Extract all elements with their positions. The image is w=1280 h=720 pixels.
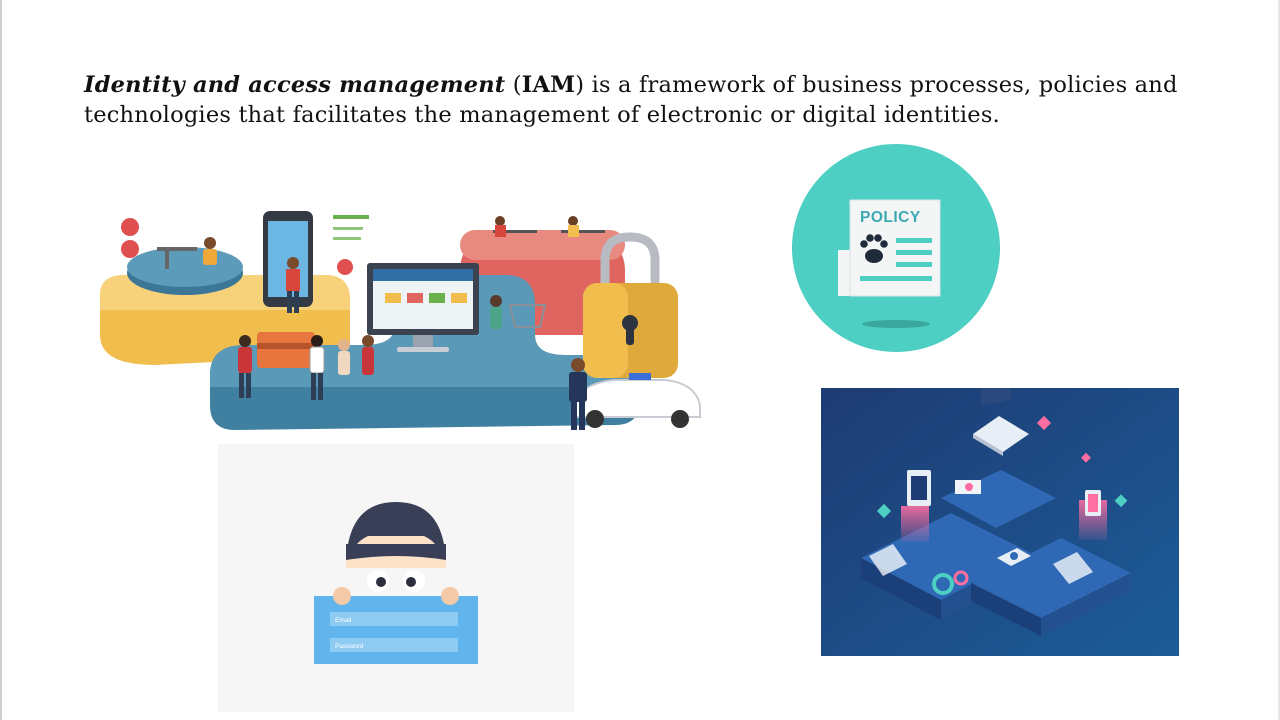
iam-definition: Identity and access management (IAM) is …	[84, 70, 1204, 130]
password-field-label: Password	[335, 643, 364, 650]
paw-icon	[860, 234, 888, 263]
isometric-tech-platform-illustration	[821, 388, 1179, 656]
definition-body: ) is a framework of business processes, …	[84, 72, 1178, 128]
slide-left-border	[0, 0, 2, 720]
policy-document-icon: POLICY	[790, 142, 1002, 354]
policy-label: POLICY	[860, 209, 921, 226]
masked-user-login-illustration: Email Password	[218, 444, 574, 712]
slide-right-border	[1278, 0, 1280, 720]
definition-term: Identity and access management	[84, 72, 506, 98]
email-field-label: Email	[335, 617, 352, 624]
definition-abbreviation: IAM	[521, 72, 576, 98]
identity-ecosystem-illustration	[95, 205, 705, 440]
definition-open-paren: (	[505, 72, 522, 98]
